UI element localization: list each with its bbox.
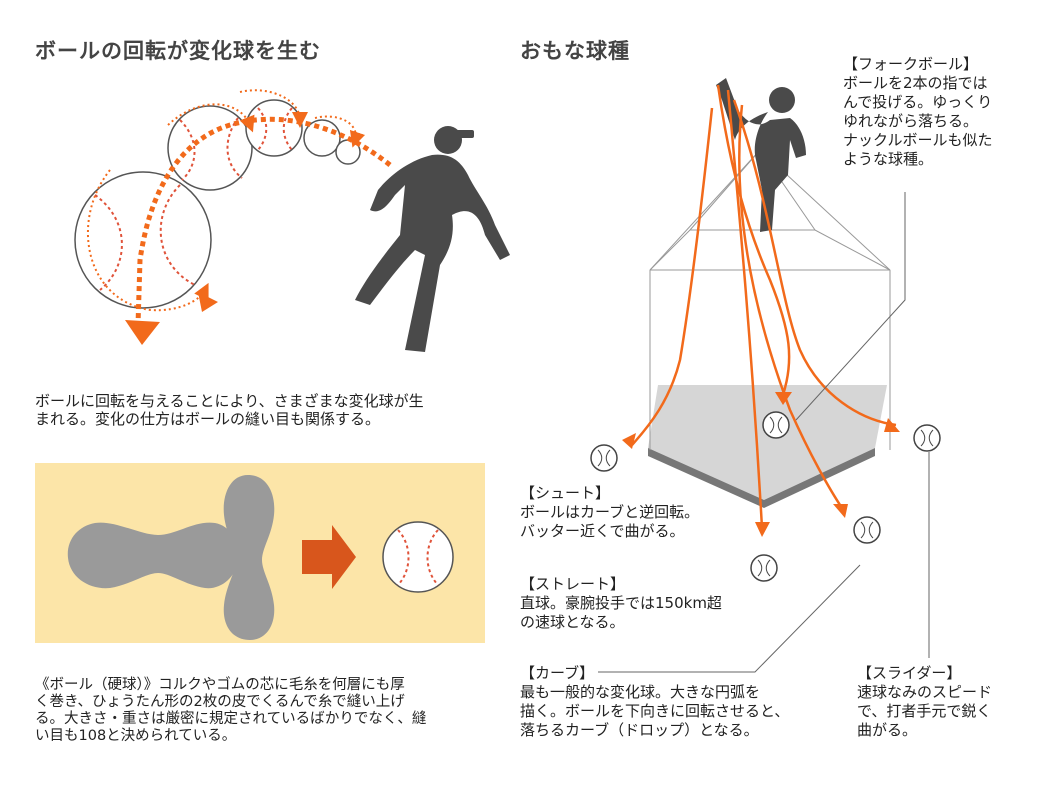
- pitch-trajectories: [631, 84, 897, 529]
- leader-lines: [598, 192, 930, 673]
- fork-desc: ボールを2本の指では んで投げる。ゆっくり ゆれながら落ちる。 ナックルボールも…: [843, 74, 993, 168]
- gourd-piece-vertical: [223, 475, 275, 640]
- trajectory-curve: [738, 104, 844, 509]
- baseball-tiny: [303, 119, 361, 165]
- curve-title: 【カーブ】: [520, 664, 595, 682]
- ball-seams-right: [597, 416, 934, 577]
- home-plate: [648, 385, 887, 500]
- finished-baseball: [382, 521, 454, 593]
- shoot-desc: ボールはカーブと逆回転。 バッター近くで曲がる。: [520, 503, 700, 540]
- straight-desc: 直球。豪腕投手では150km超 の速球となる。: [520, 594, 722, 631]
- spin-arrowhead: [198, 292, 218, 312]
- slider-desc: 速球なみのスピード で、打者手元で鋭く 曲がる。: [857, 683, 993, 739]
- pitch-arrowheads: [622, 392, 900, 537]
- spin-arrow-tiny: [314, 115, 366, 148]
- pitcher-silhouette-icon: [355, 126, 510, 352]
- baseball-small: [245, 99, 303, 157]
- trajectory-straight: [726, 89, 764, 529]
- trajectory-slider: [732, 99, 897, 427]
- curve-desc: 最も一般的な変化球。大きな円弧を 描く。ボールを下向きに回転させると、 落ちるカ…: [520, 683, 790, 739]
- spin-caption: ボールに回転を与えることにより、さまざまな変化球が生 まれる。変化の仕方はボール…: [35, 392, 424, 428]
- fork-title: 【フォークボール】: [843, 55, 979, 73]
- shoot-title: 【シュート】: [520, 484, 611, 502]
- arrow-right-icon: [302, 525, 356, 589]
- trajectory-path: [135, 116, 392, 326]
- trajectory-shoot: [631, 107, 714, 446]
- baseball-large: [74, 171, 212, 309]
- label-slider: 【スライダー】 速球なみのスピード で、打者手元で鋭く 曲がる。: [857, 664, 992, 740]
- label-straight: 【ストレート】 直球。豪腕投手では150km超 の速球となる。: [520, 575, 722, 632]
- balls-right: [590, 411, 941, 582]
- label-curve: 【カーブ】 最も一般的な変化球。大きな円弧を 描く。ボールを下向きに回転させると…: [520, 664, 789, 740]
- left-heading: ボールの回転が変化球を生む: [35, 39, 321, 63]
- right-heading: おもな球種: [520, 39, 630, 63]
- label-shoot: 【シュート】 ボールはカーブと逆回転。 バッター近くで曲がる。: [520, 484, 699, 541]
- gourd-piece-horizontal: [67, 522, 239, 589]
- label-fork: 【フォークボール】 ボールを2本の指では んで投げる。ゆっくり ゆれながら落ちる…: [843, 55, 993, 169]
- ball-note: 《ボール（硬球）》コルクやゴムの芯に毛糸を何層にも厚 く巻き、ひょうたん形の2枚…: [35, 677, 427, 744]
- trajectory-fork: [716, 84, 791, 399]
- baseball-medium: [167, 105, 253, 191]
- trajectory-arrowhead: [125, 320, 160, 345]
- straight-title: 【ストレート】: [520, 575, 626, 593]
- strike-zone-box: [649, 149, 891, 385]
- spin-arrow-large: [87, 169, 209, 312]
- slider-title: 【スライダー】: [857, 664, 962, 682]
